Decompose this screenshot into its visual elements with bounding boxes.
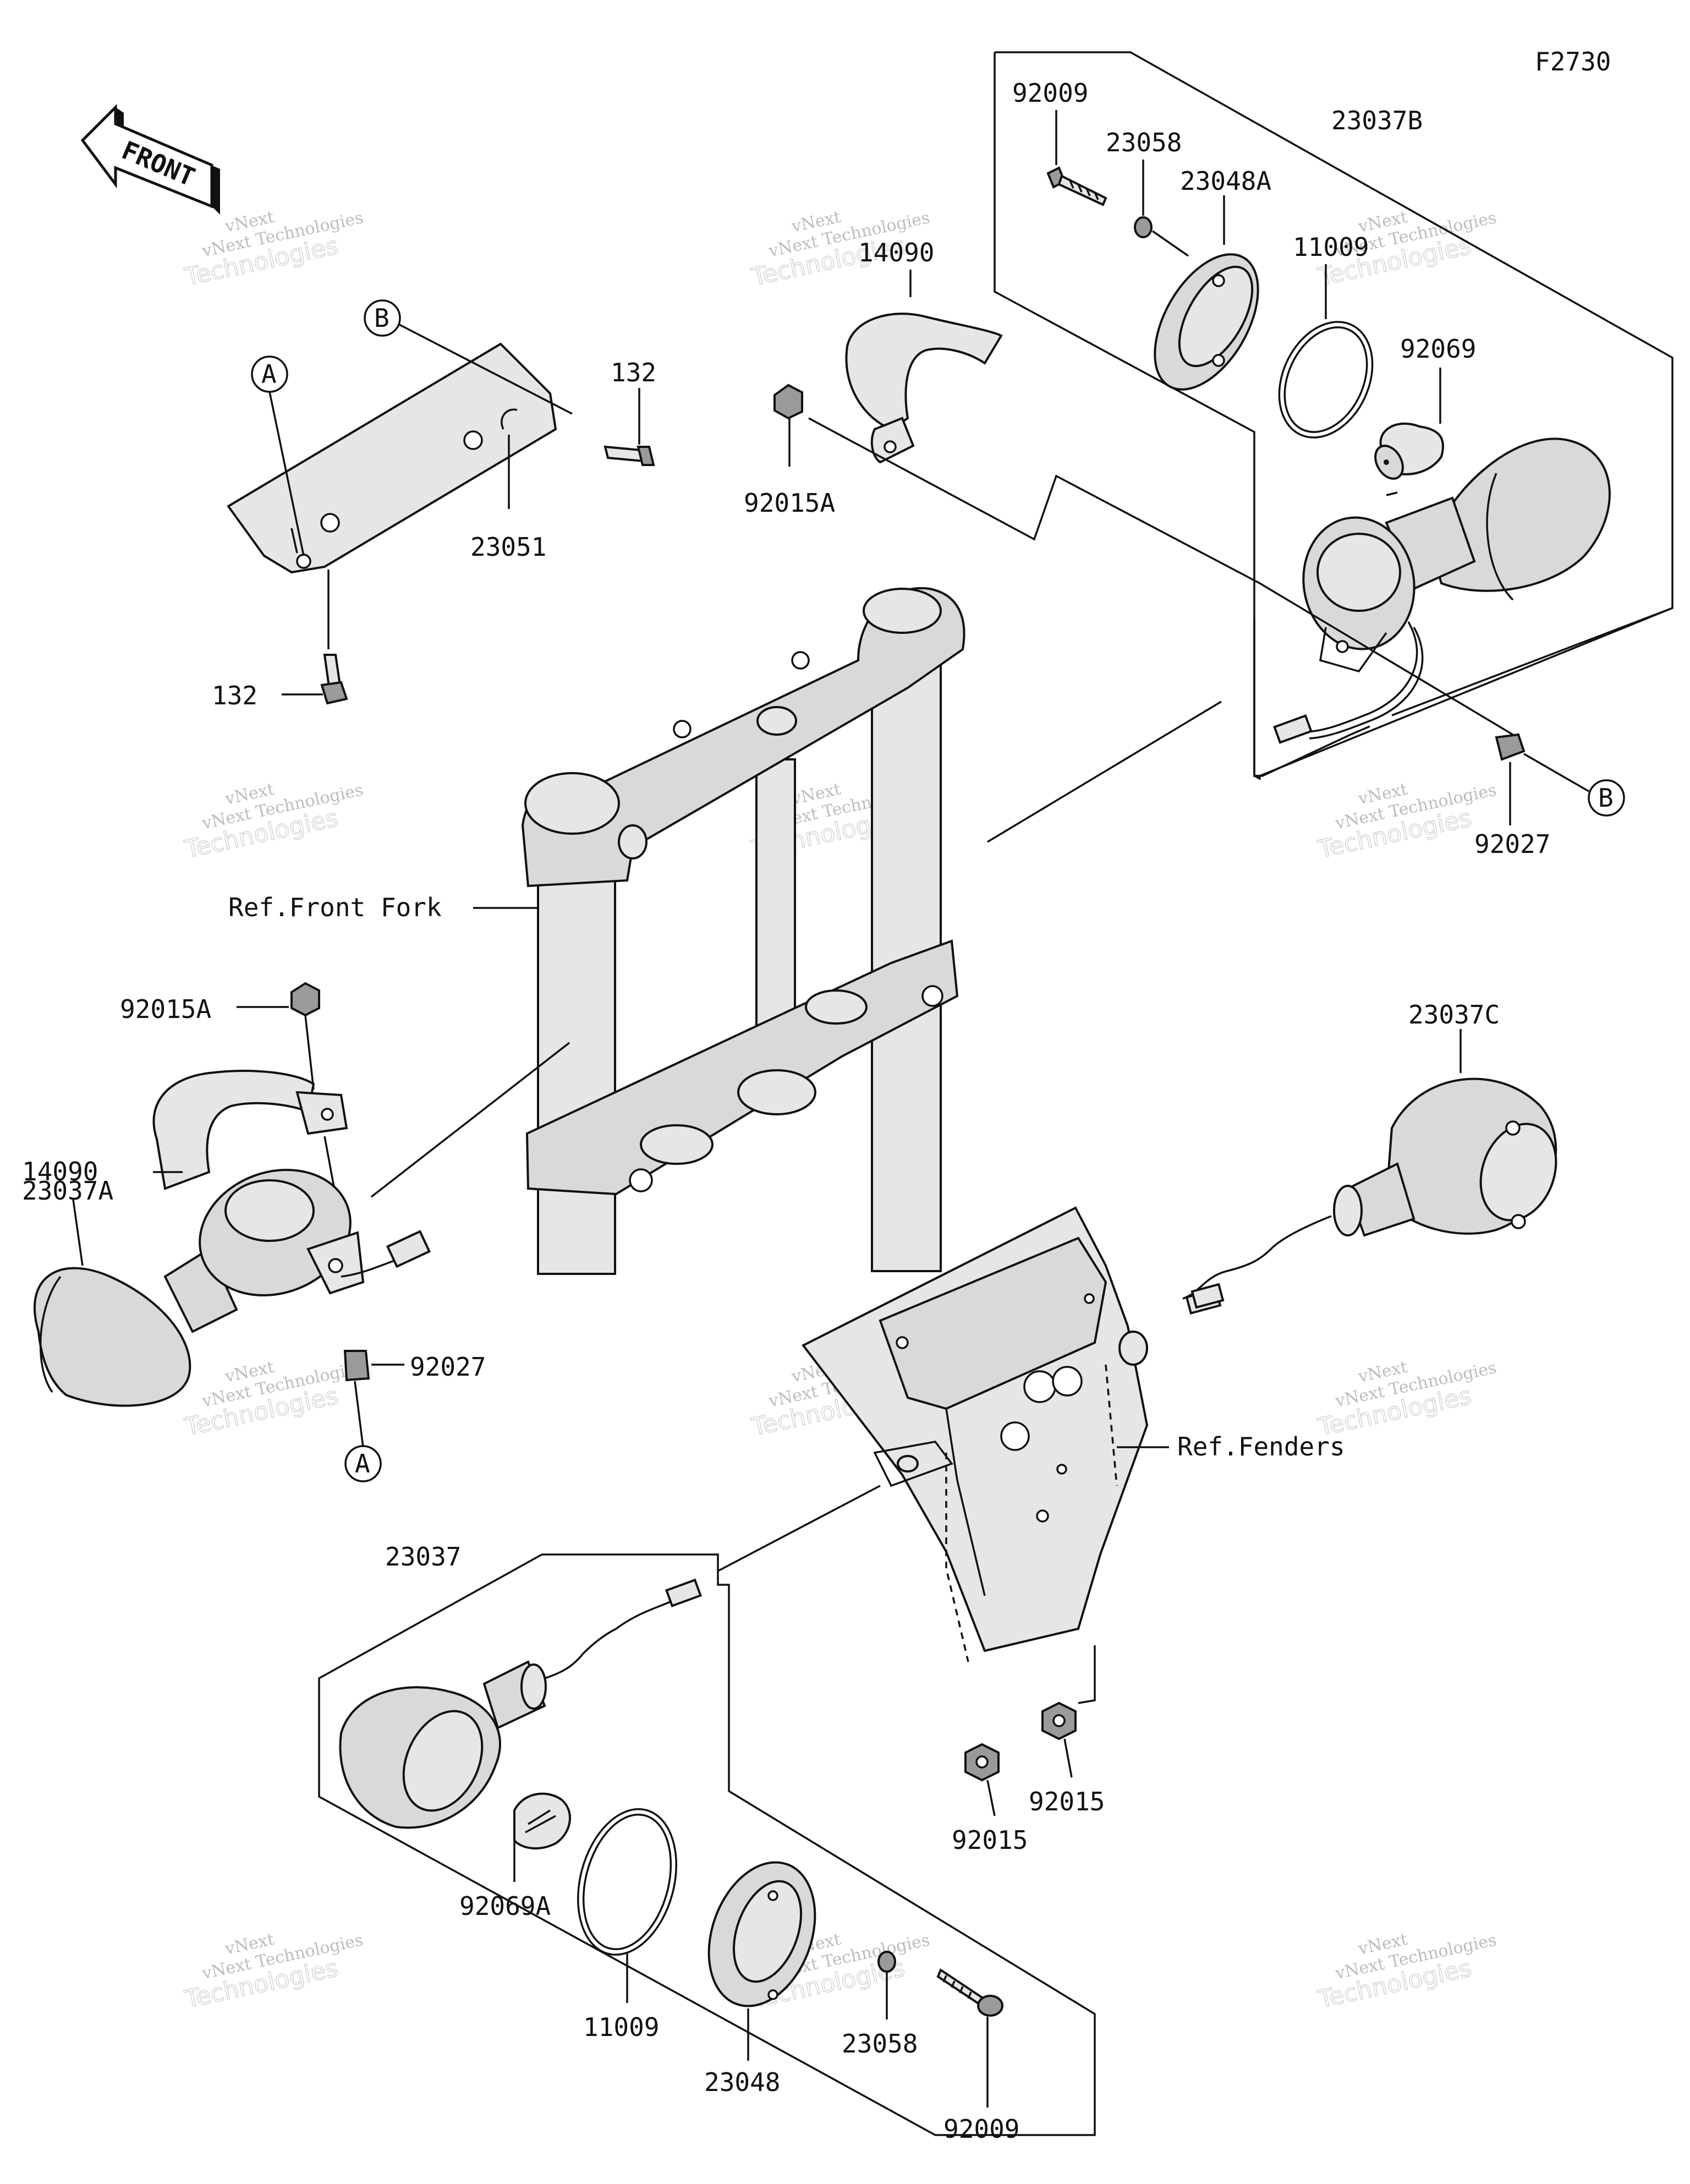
lens-23048A bbox=[1154, 253, 1259, 391]
label-14090-top: 14090 bbox=[858, 238, 934, 267]
watermark: vNext vNext Technologies Technologies bbox=[1315, 1930, 1498, 2015]
watermark: vNext vNext Technologies Technologies bbox=[182, 780, 365, 864]
label-92009-bottom: 92009 bbox=[943, 2114, 1019, 2144]
group-outline-23037B-left bbox=[994, 52, 1260, 777]
label-23037B: 23037B bbox=[1331, 106, 1423, 135]
nut-92015-right bbox=[1041, 1701, 1077, 1740]
label-132-bottom: 132 bbox=[212, 681, 257, 710]
washer-23058-bottom bbox=[877, 1951, 896, 1973]
group-outline-23037 bbox=[318, 1553, 1096, 2136]
callout-b-right: B bbox=[1588, 779, 1625, 817]
label-92015-right: 92015 bbox=[1029, 1787, 1105, 1816]
ref-fenders-label: Ref.Fenders bbox=[1177, 1432, 1345, 1462]
label-23058-top: 23058 bbox=[1106, 128, 1182, 157]
tube-92027-top bbox=[1495, 733, 1526, 761]
washer-23058-top bbox=[1134, 216, 1153, 238]
front-direction-arrow: FRONT bbox=[80, 103, 220, 215]
fender-bracket bbox=[801, 1206, 1225, 1652]
figure-code: F2730 bbox=[1535, 47, 1611, 76]
ref-front-fork-label: Ref.Front Fork bbox=[228, 893, 442, 922]
label-23058-bottom: 23058 bbox=[842, 2029, 918, 2059]
bulb-92069A bbox=[513, 1792, 571, 1850]
label-92069A: 92069A bbox=[459, 1891, 551, 1921]
nut-92015-left bbox=[964, 1743, 1000, 1782]
watermark: vNext vNext Technologies Technologies bbox=[182, 1358, 365, 1442]
watermark: vNext vNext Technologies Technologies bbox=[1315, 1358, 1498, 1442]
label-92027-top: 92027 bbox=[1474, 829, 1550, 859]
label-92009-top: 92009 bbox=[1012, 78, 1088, 108]
label-23037A: 23037A bbox=[22, 1176, 113, 1206]
label-11009-top: 11009 bbox=[1293, 232, 1369, 262]
turn-signal-23037B bbox=[1273, 437, 1611, 744]
callout-a-top: A bbox=[251, 355, 288, 393]
svg-text:A: A bbox=[261, 359, 277, 389]
part-labels: 92009 23058 23037B 23048A 11009 92069 14… bbox=[22, 78, 1550, 2144]
label-92027-left: 92027 bbox=[410, 1352, 486, 1382]
nut-92015A-left bbox=[290, 982, 320, 1017]
label-23048A: 23048A bbox=[1180, 166, 1271, 196]
label-23037C: 23037C bbox=[1408, 1000, 1500, 1030]
callout-a-bottom: A bbox=[344, 1445, 382, 1482]
tube-92027-left bbox=[343, 1350, 370, 1382]
svg-text:B: B bbox=[1598, 783, 1614, 813]
label-132-top: 132 bbox=[611, 358, 656, 387]
label-23051: 23051 bbox=[470, 532, 546, 562]
gasket-11009-bottom bbox=[577, 1808, 677, 1956]
label-11009-bottom: 11009 bbox=[583, 2012, 659, 2042]
svg-text:A: A bbox=[355, 1449, 370, 1479]
watermark: vNext vNext Technologies Technologies bbox=[182, 1930, 365, 2015]
label-23037: 23037 bbox=[385, 1542, 461, 1572]
screw-92009-top bbox=[1046, 166, 1107, 206]
screw-92009-bottom bbox=[936, 1968, 1003, 2017]
callout-b-top: B bbox=[364, 299, 401, 337]
nut-92015A-top bbox=[773, 384, 803, 420]
turn-signal-23037 bbox=[339, 1578, 703, 1829]
label-14090-left: 14090 bbox=[22, 1157, 98, 1186]
label-92069: 92069 bbox=[1400, 334, 1476, 364]
clamp-14090-top bbox=[845, 313, 1003, 464]
group-outline-23037B bbox=[995, 51, 1673, 780]
bracket-23051 bbox=[227, 342, 557, 574]
label-92015-left: 92015 bbox=[952, 1825, 1028, 1855]
turn-signal-23037C bbox=[1182, 1077, 1557, 1315]
label-92015A-left: 92015A bbox=[120, 994, 211, 1024]
bulb-92069 bbox=[1374, 423, 1445, 480]
gasket-11009-top bbox=[1278, 321, 1374, 439]
lens-23048 bbox=[707, 1861, 816, 2007]
svg-text:B: B bbox=[374, 303, 389, 333]
bolt-132-top bbox=[603, 445, 655, 466]
bolt-132-bottom bbox=[320, 654, 348, 705]
front-fork-assembly bbox=[521, 587, 965, 1275]
clamp-14090-left bbox=[152, 1070, 348, 1190]
label-92015A-top: 92015A bbox=[744, 488, 835, 518]
turn-signal-23037A bbox=[34, 1169, 431, 1407]
label-23048: 23048 bbox=[704, 2067, 780, 2097]
